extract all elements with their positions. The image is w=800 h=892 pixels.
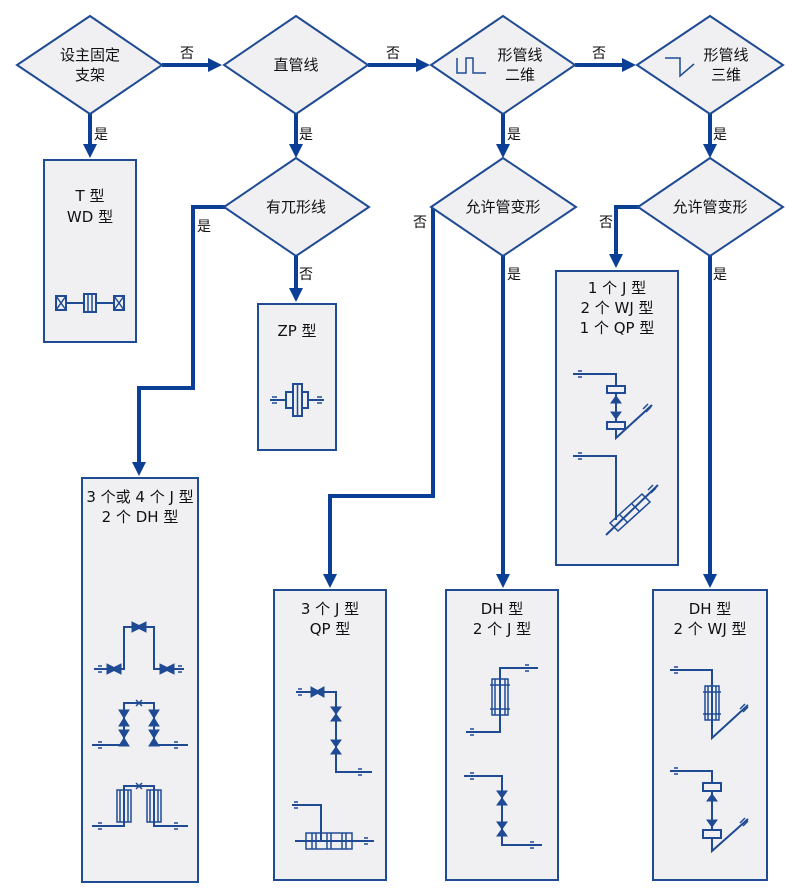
decision-allow-deform-2d: 允许管变形: [429, 156, 578, 258]
decision-allow-deform-3d: 允许管变形: [636, 156, 785, 258]
arrow-head: [323, 574, 337, 588]
edge-label-yes: 是: [507, 127, 521, 143]
result-text: 2 个 WJ 型: [673, 620, 746, 638]
decision-straight-pipe: 直管线: [222, 14, 370, 116]
result-text: 3 个 J 型: [301, 600, 359, 618]
edge-label-no: 否: [592, 46, 606, 62]
result-text: WD 型: [67, 208, 113, 226]
edge-label-no: 否: [299, 267, 313, 283]
decision-two-d: 形管线 二维: [429, 14, 577, 116]
result-text: 3 个或 4 个 J 型: [86, 488, 193, 506]
result-text: DH 型: [481, 600, 524, 618]
edge-label-yes: 是: [197, 219, 211, 235]
arrow-head: [208, 58, 222, 72]
result-zp: ZP 型: [257, 303, 337, 451]
edge-label-yes: 是: [713, 267, 727, 283]
arrow-head: [496, 574, 510, 588]
j-wj-qp-compensator-icon: [573, 370, 659, 536]
arrow-head: [289, 288, 303, 302]
edge-label-no: 否: [413, 215, 427, 231]
dh-wj-compensator-icon: [670, 666, 749, 854]
decision-text: 直管线: [273, 56, 318, 74]
result-text: T 型: [75, 187, 105, 205]
result-text: QP 型: [310, 620, 351, 638]
decision-three-d: 形管线 三维: [635, 14, 785, 116]
two-d-pipe-shape-icon: [456, 57, 486, 74]
result-text: 2 个 WJ 型: [580, 299, 653, 317]
result-text: 2 个 DH 型: [102, 508, 179, 526]
decision-text: 二维: [505, 66, 535, 84]
three-d-pipe-shape-icon: [665, 57, 695, 78]
arrow-head: [416, 58, 430, 72]
decision-text: 支架: [75, 66, 105, 84]
edge-labels: 否 否 否 是 是 是 是 是 否 否 是 否 是: [94, 46, 727, 283]
decision-text: 形管线: [703, 46, 748, 64]
decision-main-support: 设主固定 支架: [15, 14, 164, 116]
arrow-head: [622, 58, 636, 72]
flow-connectors: [83, 58, 717, 588]
arrow-head: [83, 144, 97, 158]
edge-label-yes: 是: [507, 267, 521, 283]
edge-label-yes: 是: [299, 127, 313, 143]
edge-label-no: 否: [386, 46, 400, 62]
decision-text: 设主固定: [60, 46, 120, 64]
decision-pi-shape: 有兀形线: [222, 156, 371, 258]
dh-j-compensator-icon: [464, 664, 542, 849]
edge-label-yes: 是: [713, 127, 727, 143]
result-dh-wj: DH 型 2 个 WJ 型: [652, 589, 768, 881]
edge-label-no: 否: [180, 46, 194, 62]
decision-text: 允许管变形: [672, 198, 747, 216]
t-wd-support-icon: [55, 293, 125, 313]
result-text: DH 型: [689, 600, 732, 618]
edge-label-yes: 是: [94, 127, 108, 143]
result-j-wj-qp: 1 个 J 型 2 个 WJ 型 1 个 QP 型: [555, 270, 679, 566]
j-qp-compensator-icon: [292, 686, 374, 850]
zp-compensator-icon: [270, 383, 324, 417]
decision-text: 允许管变形: [465, 198, 540, 216]
decision-text: 三维: [711, 66, 741, 84]
result-text: ZP 型: [277, 322, 316, 340]
arrow-head: [289, 144, 303, 158]
result-pi-j-dh: 3 个或 4 个 J 型 2 个 DH 型: [81, 477, 199, 883]
decision-text: 有兀形线: [266, 198, 326, 216]
connector-pi-shape-yes: [137, 205, 226, 464]
result-text: 1 个 QP 型: [580, 319, 655, 337]
arrow-head: [132, 462, 146, 476]
arrow-head: [703, 574, 717, 588]
result-j-qp: 3 个 J 型 QP 型: [273, 589, 387, 881]
pi-loop-compensator-icon: [92, 621, 188, 830]
result-text: 2 个 J 型: [473, 620, 531, 638]
edge-label-no: 否: [599, 215, 613, 231]
result-dh-j: DH 型 2 个 J 型: [445, 589, 559, 881]
result-text: 1 个 J 型: [588, 279, 646, 297]
connector-allow-deform-3d-no: [614, 205, 640, 256]
result-t-wd: T 型 WD 型: [43, 159, 137, 343]
arrow-head: [496, 144, 510, 158]
connector-allow-deform-2d-no: [328, 207, 435, 576]
arrow-head: [703, 144, 717, 158]
arrow-head: [609, 254, 623, 268]
decision-text: 形管线: [497, 46, 542, 64]
